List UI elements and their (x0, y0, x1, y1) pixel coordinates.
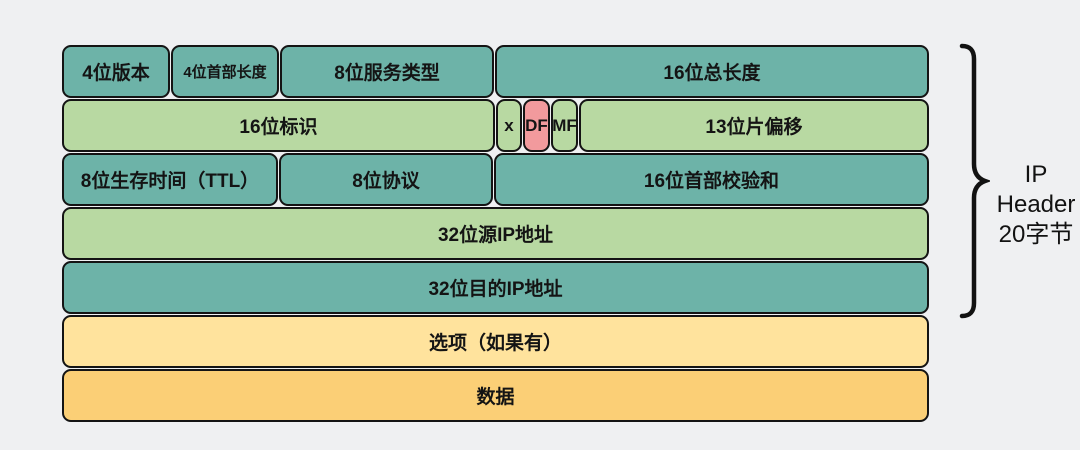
diagram-row: 选项（如果有） (62, 315, 929, 368)
version-field: 4位版本 (62, 45, 170, 98)
data-field: 数据 (62, 369, 929, 422)
flag-mf-field: MF (551, 99, 578, 152)
diagram-row: 32位目的IP地址 (62, 261, 929, 314)
source-address-field: 32位源IP地址 (62, 207, 929, 260)
flag-df-field: DF (523, 99, 550, 152)
service-type-field: 8位服务类型 (280, 45, 494, 98)
diagram-row: 32位源IP地址 (62, 207, 929, 260)
brace-label: IP Header 20字节 (988, 160, 1080, 250)
destination-address-field: 32位目的IP地址 (62, 261, 929, 314)
fragment-offset-field: 13位片偏移 (579, 99, 929, 152)
header-brace (956, 42, 992, 325)
total-length-field: 16位总长度 (495, 45, 929, 98)
identification-field: 16位标识 (62, 99, 495, 152)
brace-label-line-1: IP (1024, 161, 1048, 188)
brace-label-line-2: Header (996, 191, 1076, 218)
diagram-row: 数据 (62, 369, 929, 422)
brace-label-line-3: 20字节 (998, 221, 1074, 248)
header-length-field: 4位首部长度 (171, 45, 279, 98)
flag-x-field: x (496, 99, 522, 152)
options-field: 选项（如果有） (62, 315, 929, 368)
protocol-field: 8位协议 (279, 153, 493, 206)
ttl-field: 8位生存时间（TTL） (62, 153, 278, 206)
curly-brace-icon (959, 43, 992, 319)
header-checksum-field: 16位首部校验和 (494, 153, 929, 206)
